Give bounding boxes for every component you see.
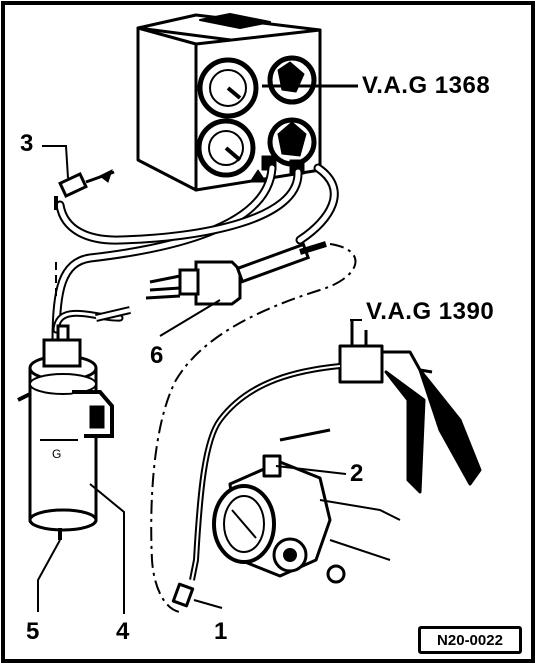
leader-4 xyxy=(89,483,125,614)
callout-5: 5 xyxy=(26,618,40,645)
frame-border xyxy=(1,1,535,663)
leader-2 xyxy=(275,465,347,475)
callout-leaders xyxy=(37,145,362,614)
leader-6 xyxy=(159,299,221,337)
sensor-part-6 xyxy=(95,241,327,322)
svg-text:G: G xyxy=(52,447,61,461)
callout-1: 1 xyxy=(214,618,228,645)
leader-3 xyxy=(42,145,69,179)
filter-canister: G xyxy=(17,324,114,540)
vacuum-pump-device xyxy=(189,320,482,581)
gauge-tester-device xyxy=(136,13,322,192)
hose-lines xyxy=(51,163,339,345)
leader-1 xyxy=(193,599,223,609)
figure-code: N20-0022 xyxy=(437,631,503,649)
throttle-body xyxy=(171,428,401,608)
leader-5 xyxy=(37,539,61,612)
callout-2: 2 xyxy=(350,460,364,487)
label-vag-1390: V.A.G 1390 xyxy=(366,298,495,325)
t-piece-connector xyxy=(54,169,115,210)
dash-dot-boundary xyxy=(150,243,357,613)
callout-3: 3 xyxy=(20,130,34,157)
label-vag-1368: V.A.G 1368 xyxy=(362,72,491,99)
figure-code-box: N20-0022 xyxy=(418,626,522,654)
callout-6: 6 xyxy=(150,342,164,369)
callout-4: 4 xyxy=(116,618,130,645)
